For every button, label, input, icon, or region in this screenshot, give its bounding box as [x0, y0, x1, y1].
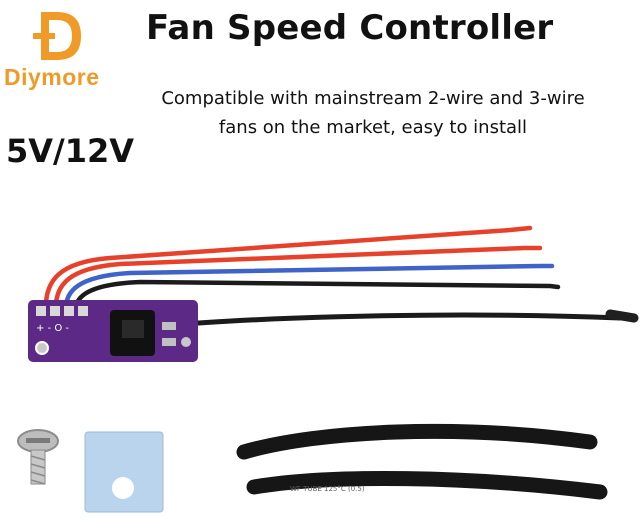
- subtitle-line-1: Compatible with mainstream 2-wire and 3-…: [161, 88, 585, 109]
- heat-shrink-print: WF TUBE 125°C (0.5): [290, 485, 365, 493]
- pcb-pin-labels: + - O -: [36, 323, 69, 334]
- pcb-board: + - O -: [28, 300, 198, 362]
- brand-name: Diymore: [4, 64, 100, 90]
- voltage-label: 5V/12V: [6, 132, 135, 170]
- thermal-pad: [84, 431, 164, 513]
- diymore-logo-icon: [33, 12, 81, 60]
- heat-shrink-tubes: WF TUBE 125°C (0.5): [236, 423, 608, 500]
- page-title: Fan Speed Controller: [146, 8, 554, 48]
- subtitle-line-2: fans on the market, easy to install: [218, 117, 528, 138]
- brand-logo: Diymore: [0, 6, 140, 90]
- screw-icon: [17, 429, 59, 485]
- subtitle: Compatible with mainstream 2-wire and 3-…: [108, 84, 638, 142]
